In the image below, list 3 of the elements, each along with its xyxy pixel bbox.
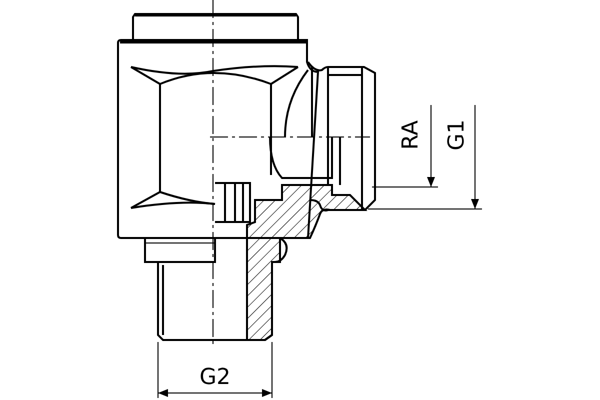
dimension-label: G2 [200, 367, 231, 389]
dimension-label: G1 [446, 119, 468, 151]
dimension-label: RA [400, 120, 422, 150]
